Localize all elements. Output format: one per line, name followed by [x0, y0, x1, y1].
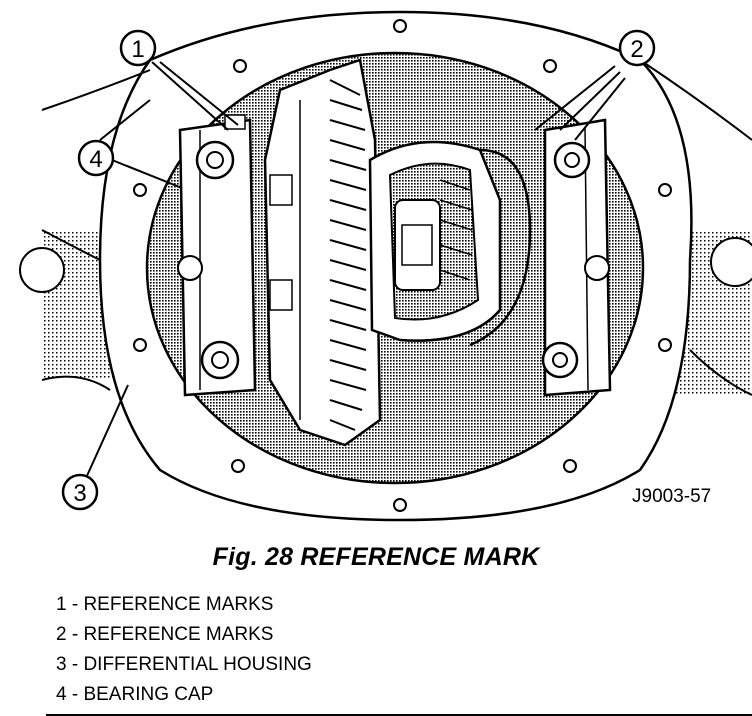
callout-3: 3	[61, 384, 129, 511]
legend-item: 3 - DIFFERENTIAL HOUSING	[56, 654, 312, 675]
figure-id-label: J9003-57	[632, 486, 711, 507]
legend-item: 4 - BEARING CAP	[56, 684, 214, 705]
bearing-cap-left	[177, 114, 257, 397]
differential-illustration: 1 2 4 3 J9003-57	[19, 10, 752, 522]
legend-item: 2 - REFERENCE MARKS	[56, 624, 274, 645]
callout-2-number: 2	[630, 36, 643, 63]
callout-3-number: 3	[73, 480, 86, 507]
figure-caption: Fig. 28 REFERENCE MARK	[212, 543, 540, 571]
callout-4: 4	[77, 99, 183, 189]
callout-1: 1	[119, 29, 239, 131]
bearing-cap-right	[541, 118, 612, 397]
ring-gear	[263, 58, 382, 447]
differential-case	[368, 140, 532, 347]
legend-list: 1 - REFERENCE MARKS 2 - REFERENCE MARKS …	[56, 590, 312, 710]
callout-4-number: 4	[89, 146, 102, 173]
callout-1-number: 1	[131, 36, 144, 63]
legend-item: 1 - REFERENCE MARKS	[56, 594, 274, 615]
flange-bolt-holes	[133, 19, 672, 512]
callout-2: 2	[534, 29, 656, 141]
bottom-divider	[46, 714, 752, 716]
